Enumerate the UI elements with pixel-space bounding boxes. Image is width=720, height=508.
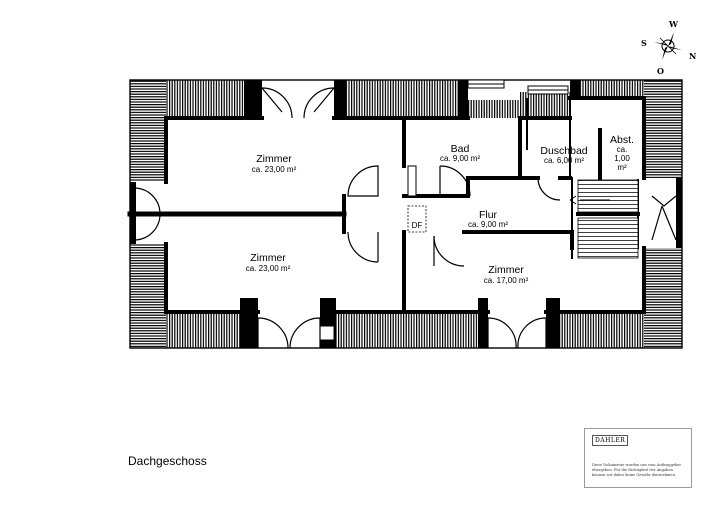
abst-name: Abst. — [610, 134, 634, 146]
bad-partition — [526, 98, 528, 150]
duschbad-area: ca. 6,00 m² — [544, 156, 584, 165]
bad-niche — [407, 165, 417, 197]
interior-walls — [127, 96, 646, 314]
bad-area: ca. 9,00 m² — [440, 154, 480, 163]
abst-area-line1: ca. — [617, 145, 628, 154]
skylight-label: DF — [412, 221, 423, 230]
windows — [319, 79, 569, 341]
zimmer1-area: ca. 23,00 m² — [252, 165, 297, 174]
skylight-dashed — [407, 205, 427, 233]
duschbad-name: Duschbad — [540, 145, 587, 157]
compass-north-label: N — [689, 51, 696, 61]
staircase — [569, 179, 639, 259]
zimmer1-name: Zimmer — [256, 153, 292, 165]
agency-logo-box: DAHLER Diese Dokumente wurden uns vom Au… — [584, 428, 692, 488]
compass-east-label: O — [657, 66, 664, 76]
floor-label: Dachgeschoss — [128, 454, 207, 468]
doors — [135, 87, 677, 349]
zimmer3-area: ca. 17,00 m² — [484, 276, 529, 285]
zimmer2-name: Zimmer — [250, 252, 286, 264]
bad-name: Bad — [451, 143, 470, 155]
roof-slopes — [130, 80, 682, 348]
wall-posts — [130, 80, 682, 348]
compass-rose: W S N O — [641, 19, 696, 76]
compass-south-label: S — [641, 38, 647, 48]
agency-logo: DAHLER — [592, 435, 629, 446]
flur-area: ca. 9,00 m² — [468, 220, 508, 229]
abst-area-line2: 1,00 — [614, 154, 630, 163]
zimmer3-name: Zimmer — [488, 264, 524, 276]
compass-west-label: W — [668, 19, 679, 29]
zimmer2-area: ca. 23,00 m² — [246, 264, 291, 273]
flur-name: Flur — [479, 209, 498, 221]
disclaimer-text: Diese Dokumente wurden uns vom Auftragge… — [592, 463, 682, 477]
room-labels: Zimmer ca. 23,00 m² Bad ca. 9,00 m² Dusc… — [246, 134, 634, 285]
abst-area-line3: m² — [617, 163, 627, 172]
